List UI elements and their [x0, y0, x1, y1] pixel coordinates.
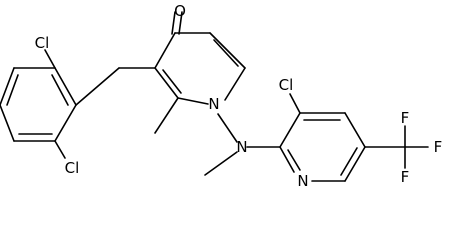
bond	[154, 32, 176, 69]
atom-label-cl-bottom-left: Cl	[65, 159, 80, 177]
bond	[177, 97, 209, 105]
bond	[54, 67, 77, 106]
bond	[51, 74, 69, 106]
bond	[279, 146, 295, 173]
bond	[171, 11, 176, 35]
bond	[44, 49, 56, 69]
bond	[54, 104, 77, 142]
bond	[0, 67, 15, 106]
atom-label-f-bottom: F	[401, 168, 410, 186]
atom-label-f-top: F	[401, 109, 410, 127]
bond	[6, 74, 19, 106]
bond	[344, 146, 366, 182]
bond	[178, 11, 183, 35]
molecule-drawing: O Cl Cl N N Cl N F F F	[0, 2, 443, 190]
bond	[0, 104, 15, 142]
atom-label-cl-pyridine: Cl	[279, 76, 294, 94]
atom-label-n-pyridinone: N	[208, 95, 219, 113]
atom-label-o: O	[174, 2, 186, 20]
atom-label-n-amine: N	[236, 138, 247, 156]
atom-label-n-pyridine: N	[297, 172, 308, 190]
bond	[162, 69, 182, 94]
bond	[217, 113, 238, 143]
bond	[154, 67, 179, 99]
bond-layer	[0, 11, 429, 182]
bond	[224, 67, 246, 101]
bond	[54, 140, 66, 159]
bond	[340, 147, 358, 176]
bond	[75, 67, 120, 106]
bond	[289, 93, 301, 114]
bond	[209, 32, 246, 69]
bond	[287, 149, 301, 171]
atom-label-layer: O Cl Cl N N Cl N F F F	[35, 2, 443, 190]
bond	[344, 112, 366, 148]
atom-label-cl-top-left: Cl	[35, 34, 50, 52]
bond	[154, 97, 179, 134]
atom-label-f-middle: F	[434, 138, 443, 156]
bond	[213, 39, 239, 67]
bond	[204, 151, 238, 176]
chemical-structure-diagram: O Cl Cl N N Cl N F F F	[0, 2, 443, 190]
bond	[279, 112, 301, 148]
